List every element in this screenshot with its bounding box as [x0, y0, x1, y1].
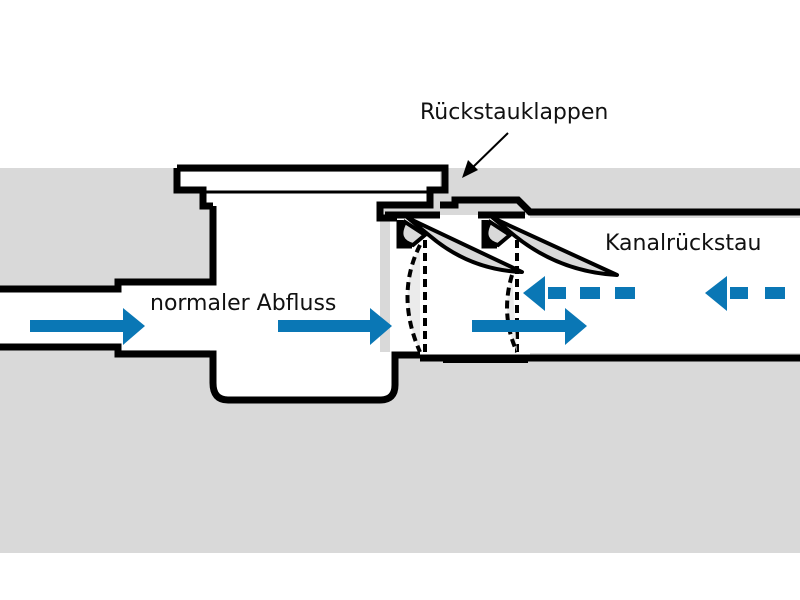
backflow-label: Kanalrückstau [605, 231, 761, 256]
flap-title-label: Rückstauklappen [420, 100, 608, 125]
annotation-arrow [462, 132, 509, 178]
normal-flow-label: normaler Abfluss [150, 291, 336, 316]
normal-flow-arrow-2 [278, 308, 392, 345]
backflow-arrow-1 [523, 276, 635, 311]
normal-flow-arrow-1 [30, 308, 145, 345]
normal-flow-arrow-3 [472, 308, 587, 345]
backflow-arrow-2 [705, 276, 785, 311]
backflow-flap-2 [484, 216, 619, 353]
drain-outline [0, 164, 800, 404]
